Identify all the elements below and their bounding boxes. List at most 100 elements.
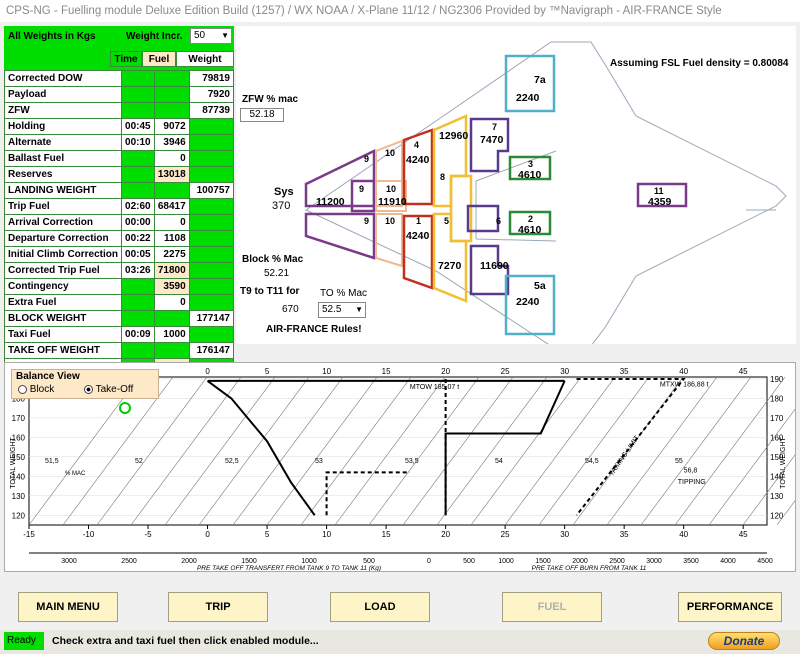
weight-incr-select[interactable]: 50 ▼ bbox=[190, 28, 232, 44]
top-tick-label: 10 bbox=[322, 367, 331, 376]
mac-line-label: 53,5 bbox=[405, 458, 419, 465]
weights-cell-label: TAKE OFF WEIGHT bbox=[5, 343, 122, 359]
weights-cell-fuel: 13018 bbox=[154, 167, 189, 183]
kg-left-tick: 1000 bbox=[301, 558, 317, 565]
radio-block[interactable]: Block bbox=[18, 384, 54, 395]
bottom-tick-label: -5 bbox=[144, 530, 152, 539]
mac-diagonal bbox=[743, 377, 795, 525]
envelope-left bbox=[208, 381, 315, 515]
weights-cell-label: Taxi Fuel bbox=[5, 327, 122, 343]
bottom-tick-label: -10 bbox=[83, 530, 95, 539]
taxi-limit-label: TAXIING LIMIT bbox=[608, 434, 641, 477]
weights-cell-label: Payload bbox=[5, 87, 122, 103]
zfw-mac-label: ZFW % mac bbox=[242, 94, 298, 105]
y-tick-left: 120 bbox=[12, 511, 26, 520]
bottom-tick-label: -15 bbox=[23, 530, 35, 539]
weights-cell-label: ZFW bbox=[5, 103, 122, 119]
bottom-tick-label: 0 bbox=[205, 530, 210, 539]
weights-cell-fuel[interactable]: 0 bbox=[154, 151, 189, 167]
mac-line-label: 54,5 bbox=[585, 458, 599, 465]
weights-cell-fuel: 3590 bbox=[154, 279, 189, 295]
mac-diagonal bbox=[29, 377, 139, 525]
tank-7a-value: 2240 bbox=[516, 92, 539, 104]
y-tick-right: 180 bbox=[770, 394, 784, 403]
bottom-tick-label: 45 bbox=[739, 530, 748, 539]
load-button[interactable]: LOAD bbox=[330, 592, 430, 622]
kg-right-tick: 3500 bbox=[683, 558, 699, 565]
weights-cell-label: Arrival Correction bbox=[5, 215, 122, 231]
weights-cell-fuel: 68417 bbox=[154, 199, 189, 215]
weights-cell-weight: 7920 bbox=[189, 87, 233, 103]
weights-header: All Weights in Kgs Weight Incr. 50 ▼ Tim… bbox=[4, 26, 234, 70]
tank-6-label: 6 bbox=[496, 216, 501, 226]
top-tick-label: 20 bbox=[441, 367, 450, 376]
weights-cell-time bbox=[122, 87, 155, 103]
to-mac-select[interactable]: 52.5 ▼ bbox=[318, 302, 366, 318]
status-message: Check extra and taxi fuel then click ena… bbox=[52, 632, 319, 650]
weights-cell-fuel[interactable]: 0 bbox=[154, 295, 189, 311]
mac-diagonal bbox=[437, 377, 547, 525]
kg-left-tick: 2500 bbox=[121, 558, 137, 565]
tank-4-value: 4240 bbox=[406, 154, 429, 166]
main-menu-button[interactable]: MAIN MENU bbox=[18, 592, 118, 622]
weights-table: Corrected DOW79819Payload7920ZFW87739Hol… bbox=[4, 70, 234, 375]
bottom-tick-label: 20 bbox=[441, 530, 450, 539]
mac-diagonal bbox=[403, 377, 513, 525]
weights-cell-label: Contingency bbox=[5, 279, 122, 295]
to-mac-value: 52.5 bbox=[322, 304, 341, 315]
weights-cell-label: Trip Fuel bbox=[5, 199, 122, 215]
mac-diagonal bbox=[675, 377, 785, 525]
mtxw-label: MTXW 186,88 t bbox=[660, 382, 709, 389]
weights-row: Taxi Fuel00:091000 bbox=[5, 327, 234, 343]
mac-diagonal bbox=[131, 377, 241, 525]
top-tick-label: 40 bbox=[679, 367, 688, 376]
weights-cell-weight bbox=[189, 135, 233, 151]
weights-cell-weight bbox=[189, 247, 233, 263]
kg-right-tick: 2500 bbox=[609, 558, 625, 565]
block-mac-label: Block % Mac bbox=[242, 254, 303, 265]
col-time-header: Time bbox=[110, 51, 142, 67]
weights-row: Payload 7920 bbox=[5, 87, 234, 103]
donate-button[interactable]: Donate bbox=[708, 632, 780, 650]
tank-3-label: 3 bbox=[528, 159, 533, 169]
top-tick-label: 35 bbox=[620, 367, 629, 376]
weights-cell-weight: 87739 bbox=[189, 103, 233, 119]
trip-button[interactable]: TRIP bbox=[168, 592, 268, 622]
weights-cell-time bbox=[122, 311, 155, 327]
y-tick-right: 170 bbox=[770, 414, 784, 423]
mac-line-label: 51,5 bbox=[45, 458, 59, 465]
tank-10-lower-label: 10 bbox=[385, 216, 395, 226]
top-tick-label: 30 bbox=[560, 367, 569, 376]
weights-cell-weight bbox=[189, 279, 233, 295]
tank-12960-value: 12960 bbox=[439, 130, 468, 142]
sys-value: 370 bbox=[272, 200, 290, 212]
weights-row: Extra Fuel0 bbox=[5, 295, 234, 311]
mac-line-label: 53 bbox=[315, 458, 323, 465]
weights-row: Arrival Correction00:000 bbox=[5, 215, 234, 231]
radio-checked-icon bbox=[84, 385, 93, 394]
weights-cell-weight: 177147 bbox=[189, 311, 233, 327]
fuel-button[interactable]: FUEL bbox=[502, 592, 602, 622]
bottom-tick-label: 30 bbox=[560, 530, 569, 539]
weights-cell-time bbox=[122, 103, 155, 119]
mac-diagonal bbox=[267, 377, 377, 525]
weights-cell-fuel[interactable]: 9072 bbox=[154, 119, 189, 135]
kg-right-tick: 3000 bbox=[646, 558, 662, 565]
radio-block-label: Block bbox=[30, 384, 54, 395]
weights-cell-time bbox=[122, 167, 155, 183]
kg-right-tick: 2000 bbox=[572, 558, 588, 565]
radio-unchecked-icon bbox=[18, 385, 27, 394]
weights-cell-fuel[interactable]: 1000 bbox=[154, 327, 189, 343]
weights-cell-weight bbox=[189, 231, 233, 247]
weights-cell-label: Departure Correction bbox=[5, 231, 122, 247]
chevron-down-icon: ▼ bbox=[355, 303, 363, 317]
weights-cell-fuel[interactable]: 3946 bbox=[154, 135, 189, 151]
weights-cell-fuel bbox=[154, 311, 189, 327]
radio-takeoff-label: Take-Off bbox=[96, 384, 134, 395]
to-mac-label: TO % Mac bbox=[320, 288, 367, 299]
performance-button[interactable]: PERFORMANCE bbox=[678, 592, 782, 622]
kg-left-tick: 0 bbox=[427, 558, 431, 565]
tank-11-value: 4359 bbox=[648, 196, 671, 208]
radio-takeoff[interactable]: Take-Off bbox=[84, 384, 133, 395]
tank-2-value: 4610 bbox=[518, 224, 541, 236]
